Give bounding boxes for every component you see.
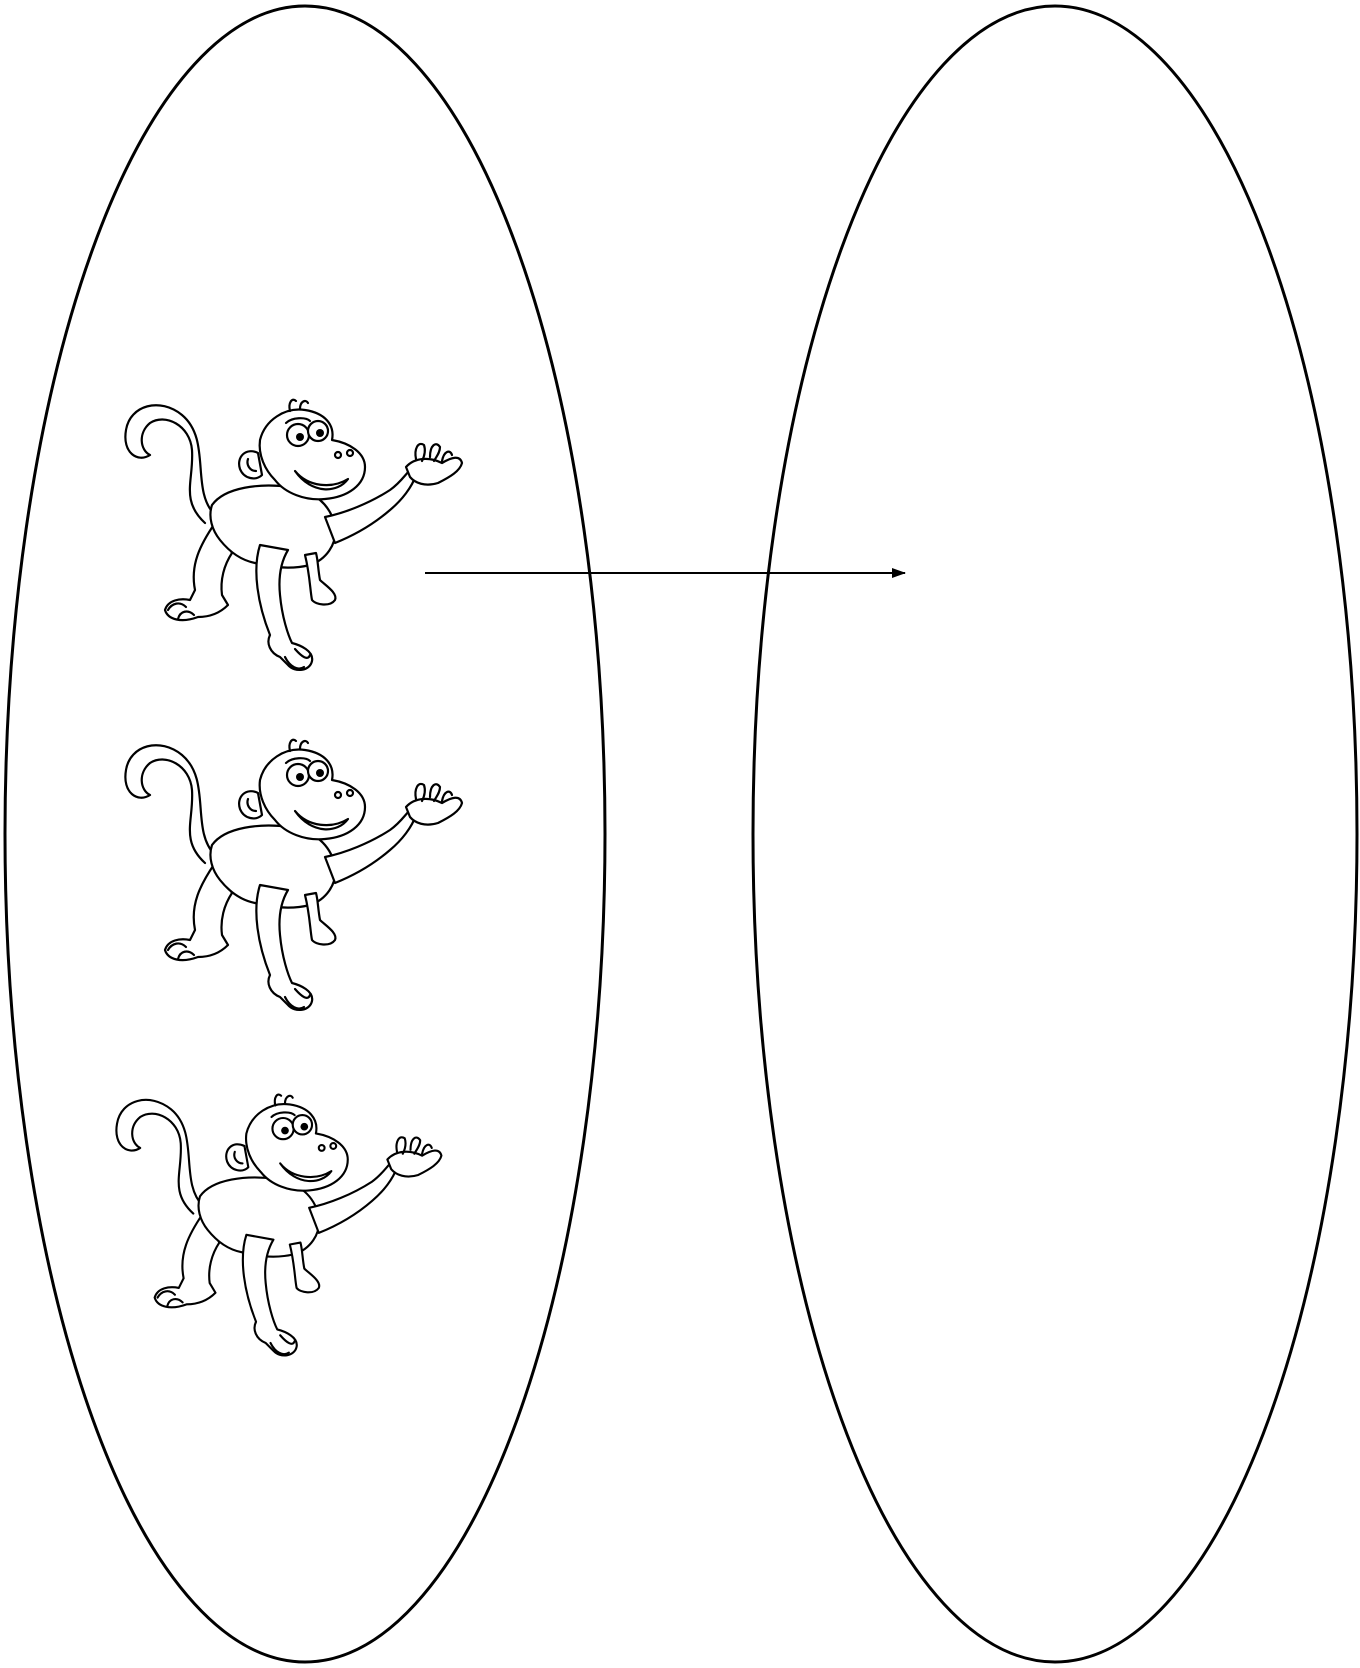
target-set-ellipse [753, 6, 1357, 1662]
monkey-icon [125, 400, 462, 670]
monkey-icon [116, 1095, 441, 1356]
monkey-icon [125, 740, 462, 1010]
